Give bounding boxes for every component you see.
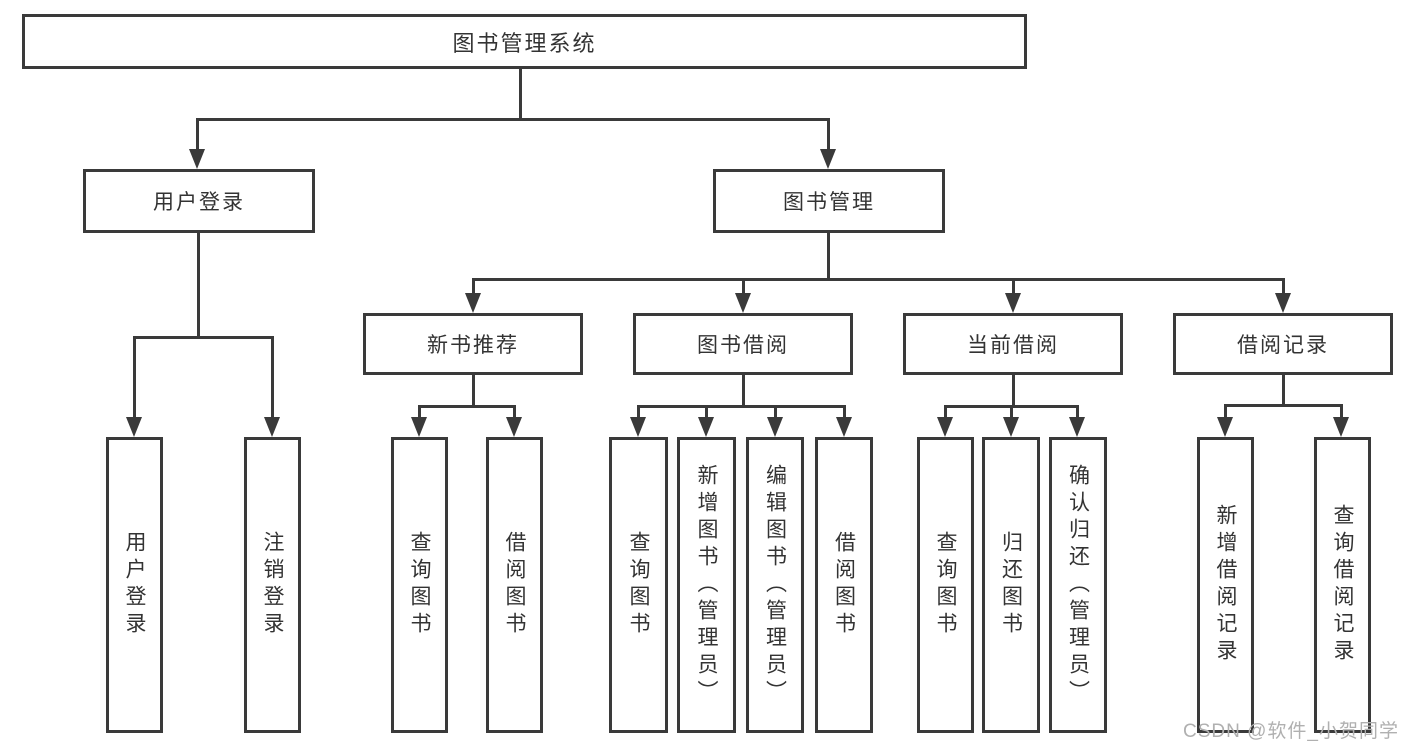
arrowhead-down-icon (126, 417, 142, 437)
arrowhead-down-icon (264, 417, 280, 437)
watermark: CSDN @软件_小贺同学 (1183, 721, 1399, 742)
connector-line (705, 405, 708, 419)
node-book-borrowing: 图书借阅 (633, 313, 853, 375)
connector-line (196, 118, 830, 121)
leaf-query-books-current: 查询图书 (917, 437, 974, 733)
node-label: 用户登录 (153, 191, 245, 214)
connector-line (742, 375, 745, 407)
leaf-logout: 注销登录 (244, 437, 301, 733)
node-new-book-recommend: 新书推荐 (363, 313, 583, 375)
arrowhead-down-icon (630, 417, 646, 437)
connector-line (418, 405, 421, 419)
arrowhead-down-icon (411, 417, 427, 437)
connector-line (774, 405, 777, 419)
leaf-borrow-books-recommend: 借阅图书 (486, 437, 543, 733)
connector-line (197, 233, 200, 338)
connector-line (418, 405, 516, 408)
arrowhead-down-icon (767, 417, 783, 437)
leaf-query-books-borrowing: 查询图书 (609, 437, 668, 733)
connector-line (944, 405, 947, 419)
node-label: 编辑图书（管理员） (763, 463, 787, 707)
node-label: 查询图书 (627, 531, 650, 639)
node-label: 新增图书（管理员） (695, 463, 718, 707)
arrowhead-down-icon (1069, 417, 1085, 437)
connector-line (1224, 404, 1227, 419)
connector-line (1010, 405, 1013, 419)
connector-line (827, 118, 830, 151)
connector-line (133, 336, 274, 339)
node-label: 确认归还（管理员） (1066, 463, 1090, 707)
node-label: 图书管理 (783, 191, 875, 214)
connector-line (472, 375, 475, 407)
node-label: 归还图书 (999, 531, 1023, 639)
leaf-return-books: 归还图书 (982, 437, 1040, 733)
leaf-add-books-admin: 新增图书（管理员） (677, 437, 736, 733)
connector-line (742, 278, 745, 295)
node-label: 用户登录 (123, 531, 146, 639)
arrowhead-down-icon (1005, 293, 1021, 313)
connector-line (843, 405, 846, 419)
leaf-add-borrow-record: 新增借阅记录 (1197, 437, 1254, 733)
node-label: 当前借阅 (967, 334, 1059, 357)
connector-line (1224, 404, 1343, 407)
connector-line (637, 405, 845, 408)
node-label: 新书推荐 (427, 334, 519, 357)
leaf-query-books-recommend: 查询图书 (391, 437, 448, 733)
connector-line (519, 69, 522, 121)
node-label: 查询借阅记录 (1331, 504, 1354, 666)
leaf-confirm-return-admin: 确认归还（管理员） (1049, 437, 1107, 733)
arrowhead-down-icon (836, 417, 852, 437)
arrowhead-down-icon (820, 149, 836, 169)
connector-line (1340, 404, 1343, 419)
node-label: 借阅记录 (1237, 334, 1329, 357)
connector-line (1012, 375, 1015, 407)
leaf-edit-books-admin: 编辑图书（管理员） (746, 437, 804, 733)
connector-line (827, 233, 830, 280)
node-label: 图书借阅 (697, 334, 789, 357)
arrowhead-down-icon (1217, 417, 1233, 437)
arrowhead-down-icon (189, 149, 205, 169)
connector-line (1012, 278, 1015, 295)
connector-line (472, 278, 475, 295)
leaf-user-login: 用户登录 (106, 437, 163, 733)
connector-line (271, 336, 274, 418)
connector-line (637, 405, 640, 419)
node-label: 查询图书 (934, 531, 957, 639)
arrowhead-down-icon (465, 293, 481, 313)
arrowhead-down-icon (506, 417, 522, 437)
arrowhead-down-icon (735, 293, 751, 313)
connector-line (196, 118, 199, 151)
connector-line (133, 336, 136, 418)
arrowhead-down-icon (1275, 293, 1291, 313)
connector-line (1282, 375, 1285, 406)
connector-line (1282, 278, 1285, 295)
node-label: 图书管理系统 (452, 30, 597, 56)
node-book-management: 图书管理 (713, 169, 945, 233)
node-borrowing-records: 借阅记录 (1173, 313, 1393, 375)
leaf-query-borrow-record: 查询借阅记录 (1314, 437, 1371, 733)
node-current-borrowing: 当前借阅 (903, 313, 1123, 375)
arrowhead-down-icon (698, 417, 714, 437)
node-label: 注销登录 (261, 531, 284, 639)
arrowhead-down-icon (1333, 417, 1349, 437)
connector-line (1076, 405, 1079, 419)
arrowhead-down-icon (1003, 417, 1019, 437)
connector-line (513, 405, 516, 419)
leaf-borrow-books: 借阅图书 (815, 437, 873, 733)
node-label: 借阅图书 (832, 531, 856, 639)
node-library-management-system: 图书管理系统 (22, 14, 1027, 69)
node-label: 查询图书 (408, 531, 431, 639)
arrowhead-down-icon (937, 417, 953, 437)
connector-line (472, 278, 1285, 281)
node-user-login: 用户登录 (83, 169, 315, 233)
node-label: 借阅图书 (503, 531, 526, 639)
node-label: 新增借阅记录 (1214, 504, 1237, 666)
